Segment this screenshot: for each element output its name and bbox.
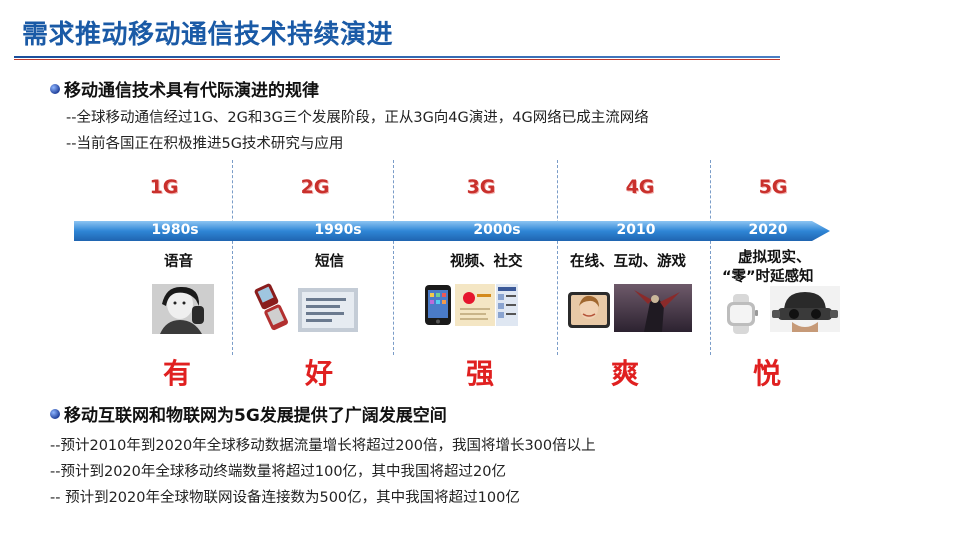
mood-1g: 有	[162, 357, 191, 390]
year-2020: 2020	[748, 222, 788, 238]
section2-line-2: --预计到2020年全球移动终端数量将超过100亿，其中我国将超过20亿	[50, 464, 506, 480]
title-divider-accent	[14, 59, 780, 60]
feature-voice: 语音	[164, 254, 193, 270]
feature-sms: 短信	[315, 254, 344, 270]
section2-line-1: --预计2010年到2020年全球移动数据流量增长将超过200倍，我国将增长30…	[50, 438, 596, 454]
smartwatch-photo	[727, 294, 758, 334]
generation-4g: 4G	[625, 176, 655, 198]
bullet-dot-icon	[50, 408, 60, 419]
smartphone-photo	[425, 285, 451, 325]
social-app-photo	[496, 284, 518, 326]
year-1990s: 1990s	[314, 222, 362, 238]
mood-2g: 好	[304, 357, 333, 390]
generation-3g: 3G	[466, 176, 496, 198]
sms-screen-photo	[298, 288, 358, 332]
year-2010: 2010	[616, 222, 656, 238]
feature-video-social: 视频、社交	[450, 254, 523, 270]
section1-heading-text: 移动通信技术具有代际演进的规律	[64, 81, 319, 101]
flip-phone-photo	[254, 283, 288, 331]
section2-line-3: -- 预计到2020年全球物联网设备连接数为500亿，其中我国将超过100亿	[50, 490, 520, 506]
feature-online-games: 在线、互动、游戏	[570, 254, 686, 270]
online-game-photo	[614, 284, 692, 332]
timeline-arrow	[74, 221, 830, 241]
section1-line-2: --当前各国正在积极推进5G技术研究与应用	[66, 136, 344, 152]
generation-5g: 5G	[758, 176, 788, 198]
timeline-divider	[557, 160, 558, 355]
mood-5g: 悦	[752, 357, 781, 390]
generation-1g: 1G	[149, 176, 179, 198]
section1-heading: 移动通信技术具有代际演进的规律	[50, 76, 319, 101]
voice-call-photo	[152, 284, 214, 334]
timeline-divider	[232, 160, 233, 355]
section2-heading: 移动互联网和物联网为5G发展提供了广阔发展空间	[50, 401, 447, 426]
section1-line-1: --全球移动通信经过1G、2G和3G三个发展阶段，正从3G向4G演进，4G网络已…	[66, 110, 649, 126]
page-title: 需求推动移动通信技术持续演进	[22, 20, 394, 50]
feature-zero-latency: “零”时延感知	[722, 269, 814, 285]
timeline-divider	[393, 160, 394, 355]
title-divider	[14, 56, 780, 58]
bullet-dot-icon	[50, 83, 60, 94]
mood-3g: 强	[465, 357, 494, 390]
section2-heading-text: 移动互联网和物联网为5G发展提供了广阔发展空间	[64, 406, 447, 426]
feature-vr: 虚拟现实、	[738, 250, 811, 266]
year-2000s: 2000s	[473, 222, 521, 238]
video-chat-photo	[568, 292, 610, 328]
generation-2g: 2G	[300, 176, 330, 198]
year-1980s: 1980s	[151, 222, 199, 238]
timeline-divider	[710, 160, 711, 355]
mood-4g: 爽	[610, 357, 639, 390]
weibo-app-photo	[455, 284, 495, 326]
vr-headset-photo	[770, 286, 840, 332]
